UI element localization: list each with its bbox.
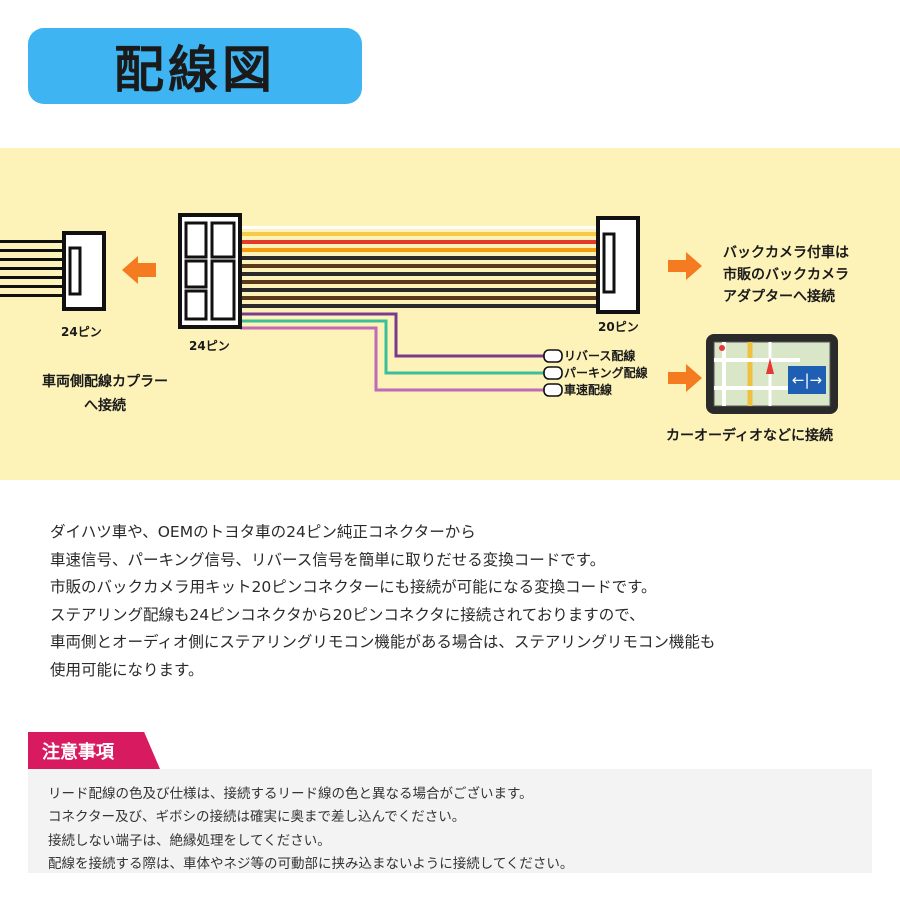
reverse-terminal bbox=[543, 349, 563, 363]
description-line: ステアリング配線も24ピンコネクタから20ピンコネクタに接続されておりますので、 bbox=[50, 605, 645, 624]
speed-terminal bbox=[543, 383, 563, 397]
notice-box bbox=[28, 769, 872, 873]
description: ダイハツ車や、OEMのトヨタ車の24ピン純正コネクターから 車速信号、パーキング… bbox=[50, 519, 870, 685]
right-20pin-connector bbox=[596, 216, 640, 314]
camera-line-2: 市販のバックカメラ bbox=[723, 267, 849, 283]
arrow-right-icon bbox=[668, 364, 702, 392]
audio-label: カーオーディオなどに接続 bbox=[666, 428, 834, 444]
notice-item: 配線を接続する際は、車体やネジ等の可動部に挟み込まないように接続してください。 bbox=[48, 855, 574, 872]
speed-wire-label: 車速配線 bbox=[564, 383, 613, 397]
parking-wire bbox=[240, 319, 546, 375]
camera-line-3: アダプターへ接続 bbox=[723, 289, 835, 305]
svg-text:←|→: ←|→ bbox=[792, 371, 822, 389]
notice-item: リード配線の色及び仕様は、接続するリード線の色と異なる場合がございます。 bbox=[48, 786, 533, 802]
lead-wires bbox=[240, 312, 546, 392]
vehicle-side-wires bbox=[0, 240, 64, 297]
description-line: ダイハツ車や、OEMのトヨタ車の24ピン純正コネクターから bbox=[50, 523, 476, 541]
navigation-screen-icon: ←|→ bbox=[706, 334, 838, 414]
notice-item: 接続しない端子は、絶縁処理をしてください。 bbox=[48, 832, 331, 849]
reverse-wire-label: リバース配線 bbox=[564, 349, 636, 363]
parking-wire-label: パーキング配線 bbox=[564, 366, 648, 380]
camera-label: バックカメラ付車は 市販のバックカメラ アダプターへ接続 bbox=[723, 242, 849, 308]
notice-item: コネクター及び、ギボシの接続は確実に奥まで差し込んでください。 bbox=[48, 809, 466, 826]
camera-line-1: バックカメラ付車は bbox=[723, 245, 849, 261]
notice-heading: 注意事項 bbox=[42, 741, 114, 763]
lead-labels: リバース配線 パーキング配線 車速配線 bbox=[564, 348, 648, 399]
middle-connector-label: 24ピン bbox=[189, 339, 230, 353]
wiring-diagram: ←|→ 24ピン 24ピン 20ピン 車両側配線カプラー へ接続 バックカメラ付… bbox=[0, 148, 900, 480]
notice-list: リード配線の色及び仕様は、接続するリード線の色と異なる場合がございます。 コネク… bbox=[48, 783, 868, 876]
vehicle-side-label: 車両側配線カプラー へ接続 bbox=[0, 370, 210, 418]
lead-terminals bbox=[543, 349, 563, 397]
reverse-wire bbox=[240, 312, 546, 358]
arrow-left-icon bbox=[122, 256, 156, 284]
title-banner: 配線図 bbox=[28, 28, 362, 104]
parking-terminal bbox=[543, 366, 563, 380]
wiring-diagram-canvas: ←|→ bbox=[0, 213, 838, 414]
speed-wire bbox=[240, 326, 546, 392]
description-line: 車両側とオーディオ側にステアリングリモコン機能がある場合は、ステアリングリモコン… bbox=[50, 633, 716, 652]
wire-bundle bbox=[240, 226, 600, 308]
arrow-right-icon bbox=[668, 252, 702, 280]
notice-heading-tag: 注意事項 bbox=[28, 732, 160, 769]
left-connector-label: 24ピン bbox=[61, 325, 102, 339]
middle-24pin-connector bbox=[178, 213, 242, 329]
vehicle-side-line-1: 車両側配線カプラー bbox=[42, 374, 168, 390]
description-line: 市販のバックカメラ用キット20ピンコネクターにも接続が可能になる変換コードです。 bbox=[50, 578, 657, 597]
right-connector-label: 20ピン bbox=[598, 320, 639, 334]
left-24pin-connector bbox=[62, 231, 106, 311]
description-line: 車速信号、パーキング信号、リバース信号を簡単に取りだせる変換コードです。 bbox=[50, 550, 606, 569]
page-title: 配線図 bbox=[114, 41, 276, 99]
description-line: 使用可能になります。 bbox=[50, 660, 204, 679]
vehicle-side-line-2: へ接続 bbox=[84, 398, 126, 414]
